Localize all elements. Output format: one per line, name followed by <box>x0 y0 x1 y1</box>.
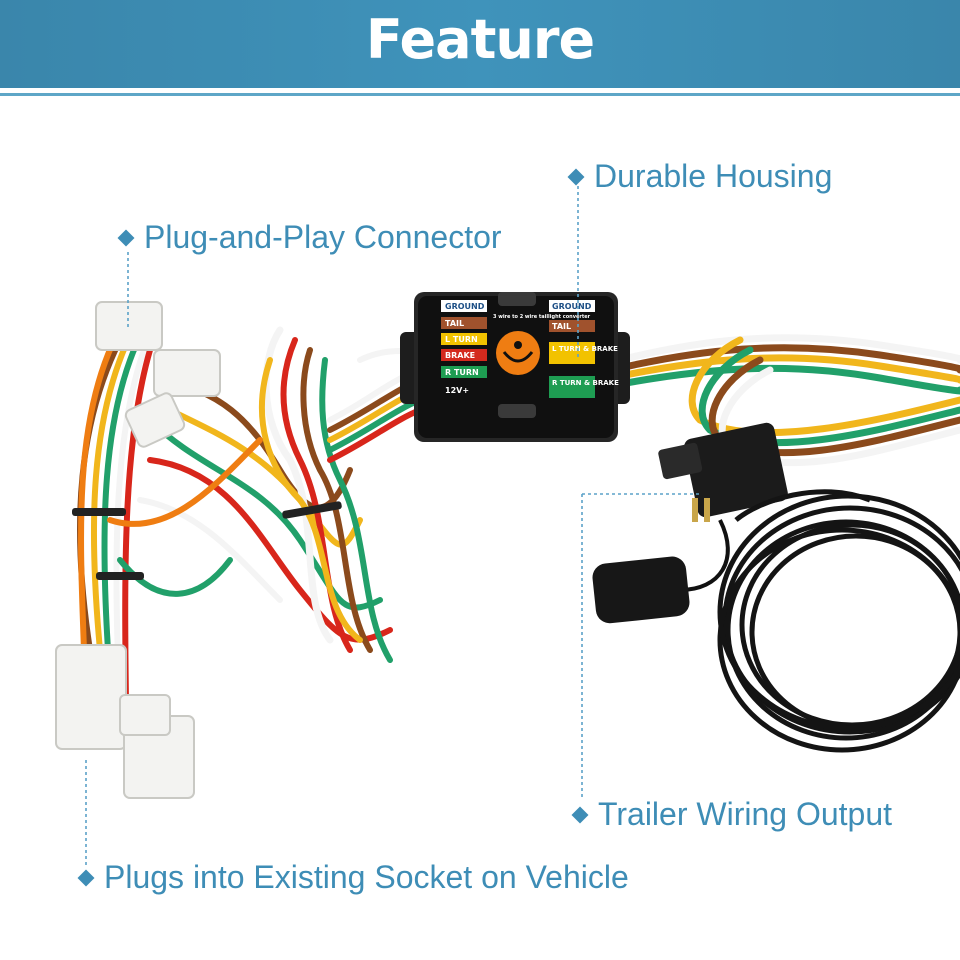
trailer-plug-cap <box>592 519 730 624</box>
trailer-plug <box>658 422 788 522</box>
callout-plug-and-play: Plug-and-Play Connector <box>117 219 502 256</box>
callout-durable-housing-text: Durable Housing <box>594 158 833 194</box>
box-label-tail: TAIL <box>445 319 464 328</box>
callout-plug-and-play-text: Plug-and-Play Connector <box>144 219 502 255</box>
callout-trailer-output: Trailer Wiring Output <box>571 796 892 833</box>
product-image: GROUND TAIL L TURN BRAKE R TURN 12V+ 3 w… <box>55 186 960 868</box>
callout-trailer-output-text: Trailer Wiring Output <box>598 796 892 832</box>
page-title: Feature <box>365 8 595 71</box>
box-label-12v: 12V+ <box>445 386 469 395</box>
callout-plugs-into-socket-text: Plugs into Existing Socket on Vehicle <box>104 859 629 895</box>
diamond-bullet-icon <box>567 168 585 185</box>
box-label-tail-right: TAIL <box>552 322 571 331</box>
black-cable-coil <box>717 489 960 753</box>
brand-logo-icon <box>496 331 540 375</box>
cable-ties <box>72 501 342 580</box>
callout-durable-housing: Durable Housing <box>567 158 833 195</box>
box-center-text: 3 wire to 2 wire taillight converter <box>493 314 591 320</box>
callout-guides <box>85 186 700 868</box>
white-connectors <box>55 301 221 799</box>
box-label-ground-right: GROUND <box>552 302 592 311</box>
header-banner <box>0 0 960 88</box>
right-wire-bundle <box>616 334 960 467</box>
box-label-ground: GROUND <box>445 302 485 311</box>
callout-plugs-into-socket: Plugs into Existing Socket on Vehicle <box>77 859 629 896</box>
box-label-l-turn-brake: L TURN & BRAKE <box>552 345 618 353</box>
converter-box: GROUND TAIL L TURN BRAKE R TURN 12V+ 3 w… <box>400 292 630 442</box>
box-label-r-turn: R TURN <box>445 368 479 377</box>
diamond-bullet-icon <box>77 869 95 886</box>
box-label-r-turn-brake: R TURN & BRAKE <box>552 379 619 387</box>
box-label-brake: BRAKE <box>445 351 475 360</box>
diamond-bullet-icon <box>571 806 589 823</box>
diamond-bullet-icon <box>117 229 135 246</box>
box-label-l-turn: L TURN <box>445 335 478 344</box>
header-divider <box>0 93 960 96</box>
left-wire-bundle <box>77 326 423 703</box>
